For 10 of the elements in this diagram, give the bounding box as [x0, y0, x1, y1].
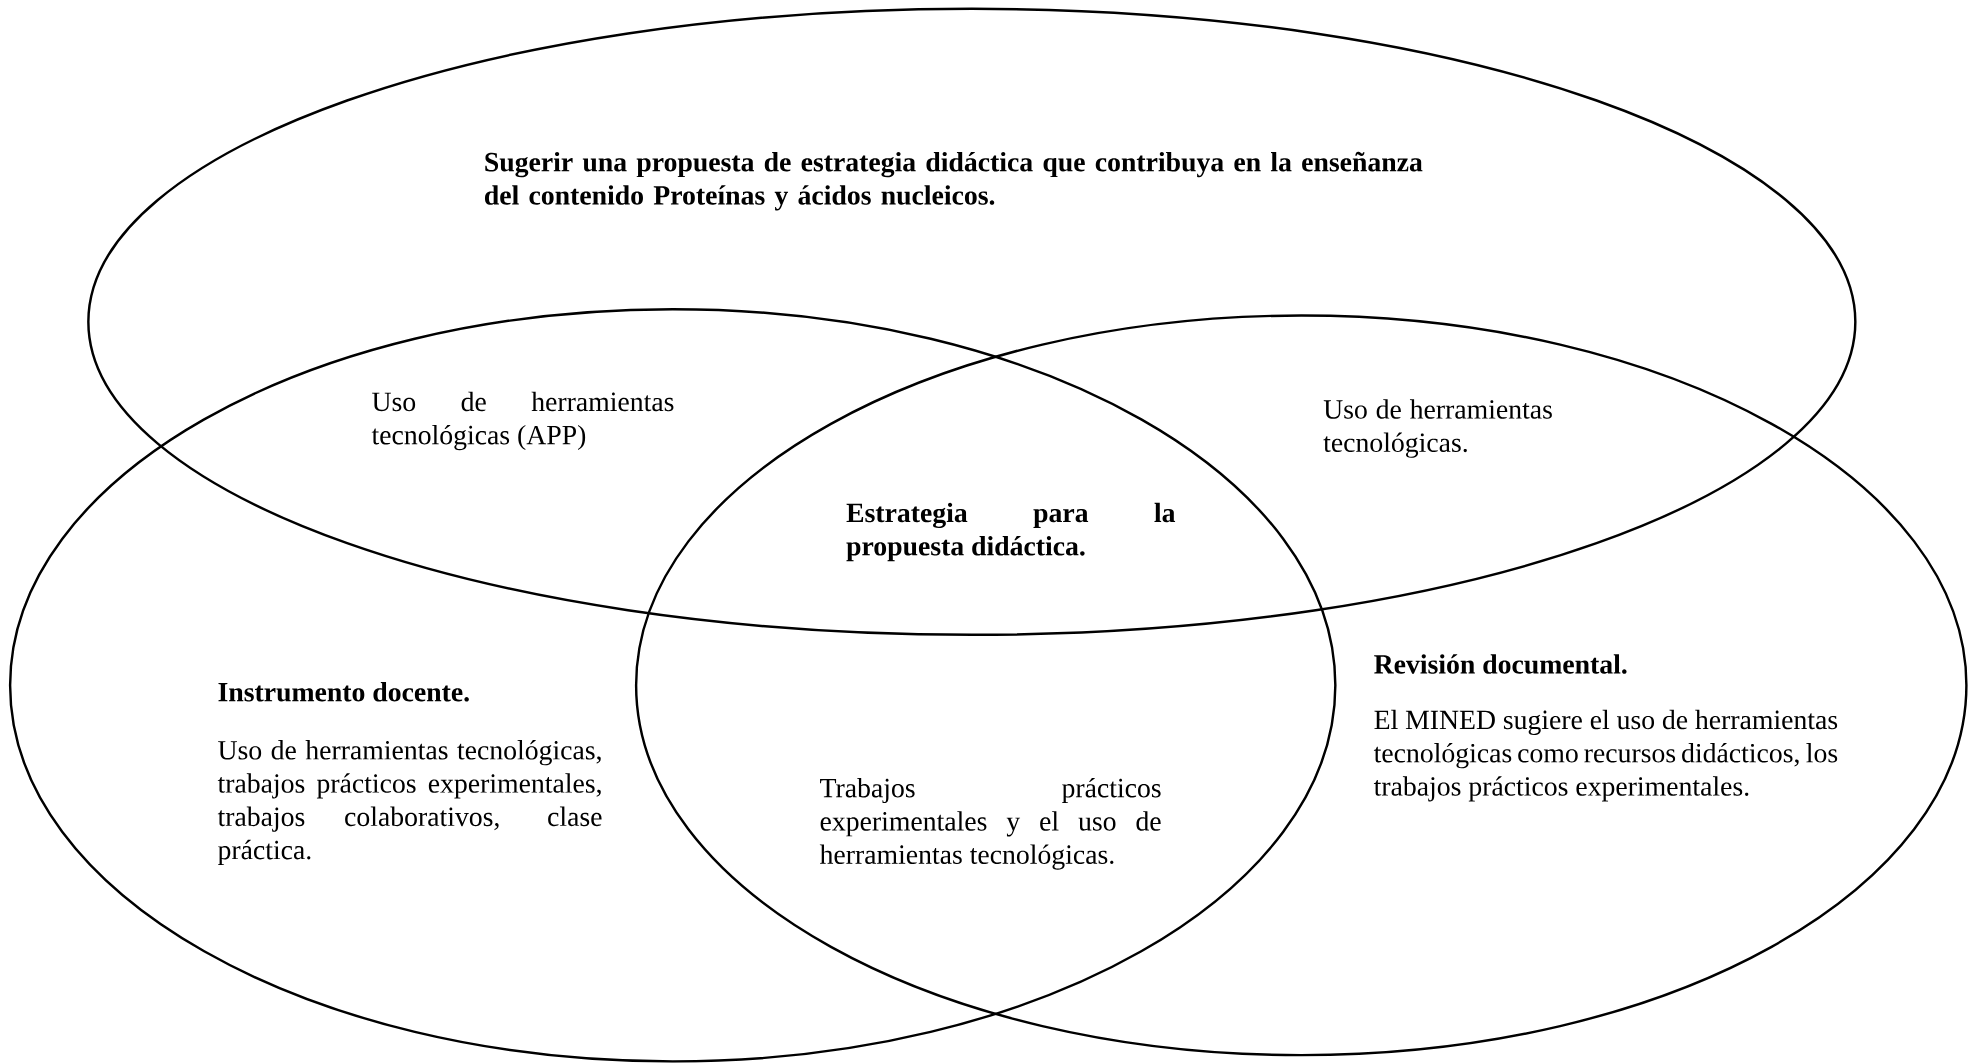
- heading-text: Sugerir una propuesta de estrategia didáctica que contribuya en la enseñanza del contenido Proteínas y ácidos nucleicos.: [484, 152, 1423, 211]
- overlap-label: Uso de herramientas tecnológicas (APP): [371, 391, 674, 451]
- body-text: Uso de herramientas tecnológicas, trabajos prácticos experimentales, trabajos colaborativos, clase práctica.: [217, 740, 602, 866]
- ellipse: [87, 7, 1857, 637]
- heading-text: Revisión documental.: [1374, 654, 1627, 674]
- overlap-label: Estrategia para la propuesta didáctica.: [846, 502, 1176, 562]
- heading-text: Instrumento docente.: [218, 682, 469, 702]
- body-text: El MINED sugiere el uso de herramientas tecnológicas como recursos didácticos, los trabajos prácticos experimentales.: [1373, 709, 1838, 802]
- overlap-label: Uso de herramientas tecnológicas.: [1323, 399, 1552, 458]
- overlap-label: Trabajos prácticos experimentales y el uso de herramientas tecnológicas.: [819, 778, 1161, 870]
